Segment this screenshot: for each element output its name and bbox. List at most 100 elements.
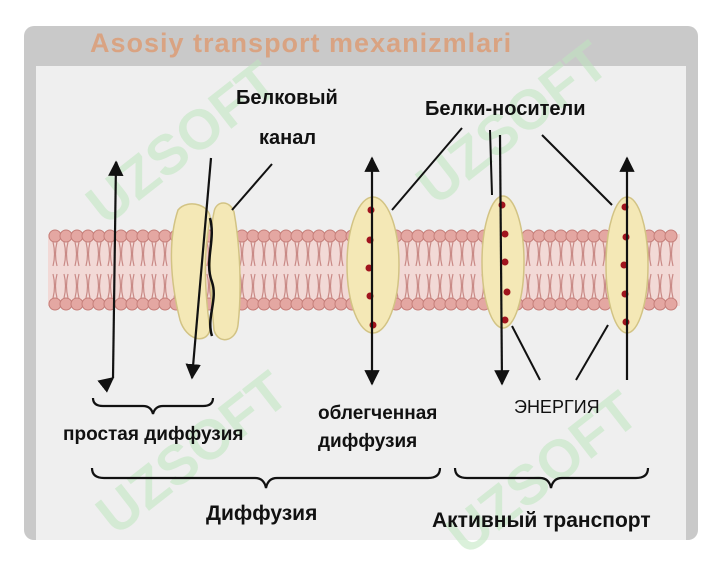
lipid-head	[455, 229, 469, 243]
lipid-tail	[448, 241, 454, 267]
pointer-lines	[231, 127, 613, 381]
lipid-head	[268, 229, 282, 243]
active-transport-brace	[453, 467, 650, 489]
lipid-tail	[569, 241, 575, 267]
lipid-head	[268, 297, 282, 311]
lipid-head	[257, 229, 271, 243]
lipid-head	[411, 229, 425, 243]
lipid-head	[136, 297, 150, 311]
lipid-tail	[305, 273, 311, 299]
lipid-head	[257, 297, 271, 311]
lipid-head	[532, 229, 546, 243]
lipid-head	[290, 297, 304, 311]
lipid-head	[59, 229, 73, 243]
lipid-head	[466, 229, 480, 243]
lipid-head	[92, 297, 106, 311]
lipid-head	[136, 229, 150, 243]
lipid-tail	[151, 241, 157, 267]
active-arrow-down	[494, 134, 510, 386]
lipid-tail	[250, 241, 256, 267]
lipid-tail	[85, 273, 91, 299]
lipid-tail	[470, 241, 476, 267]
lipid-tail	[52, 241, 58, 267]
lipid-tail	[536, 273, 542, 299]
lipid-tail	[151, 273, 157, 299]
lipid-tail	[459, 241, 465, 267]
lipid-tail	[74, 273, 80, 299]
lipid-head	[653, 229, 667, 243]
lipid-head	[323, 229, 337, 243]
lipid-tail	[437, 241, 443, 267]
arrow-heads-extra	[97, 377, 115, 393]
lipid-tail	[525, 273, 531, 299]
lipid-head	[433, 229, 447, 243]
carrier-proteins-label: Белки-носители	[425, 98, 586, 120]
lipid-head	[114, 229, 128, 243]
lipid-head	[521, 229, 535, 243]
lipid-tail	[107, 241, 113, 267]
lipid-tail	[536, 241, 542, 267]
simple-diffusion-brace	[91, 397, 215, 415]
lipid-tail	[305, 241, 311, 267]
lipid-head	[455, 297, 469, 311]
simple-diffusion-label: простая диффузия	[63, 424, 244, 445]
lipid-head	[81, 297, 95, 311]
lipid-tail	[404, 273, 410, 299]
lipid-head	[532, 297, 546, 311]
lipid-tail	[547, 241, 553, 267]
lipid-tail	[470, 273, 476, 299]
lipid-head	[565, 297, 579, 311]
lipid-head	[312, 229, 326, 243]
lipid-head	[279, 297, 293, 311]
lipid-tail	[162, 273, 168, 299]
lipid-tail	[63, 273, 69, 299]
lipid-tail	[63, 241, 69, 267]
lipid-head	[158, 229, 172, 243]
lipid-tail	[239, 241, 245, 267]
lipid-tail	[272, 241, 278, 267]
diffusion-label: Диффузия	[206, 502, 318, 525]
lipid-tail	[85, 241, 91, 267]
protein-channel-label-2: канал	[259, 127, 317, 149]
lipid-tail	[162, 241, 168, 267]
lipid-tail	[415, 241, 421, 267]
lipid-head	[290, 229, 304, 243]
energy-label: ЭНЕРГИЯ	[514, 397, 600, 417]
lipid-head	[334, 297, 348, 311]
lipid-tail	[657, 273, 663, 299]
lipid-head	[433, 297, 447, 311]
lipid-tail	[591, 273, 597, 299]
lipid-head	[587, 297, 601, 311]
protein-channel	[170, 202, 241, 341]
lipid-tail	[272, 273, 278, 299]
lipid-head	[59, 297, 73, 311]
lipid-head	[158, 297, 172, 311]
lipid-head	[334, 229, 348, 243]
lipid-tail	[294, 273, 300, 299]
lipid-tail	[558, 241, 564, 267]
lipid-tail	[657, 241, 663, 267]
lipid-head	[147, 229, 161, 243]
lipid-tail	[558, 273, 564, 299]
lipid-head	[576, 229, 590, 243]
lipid-head	[279, 229, 293, 243]
lipid-head	[422, 229, 436, 243]
lipid-head	[444, 297, 458, 311]
lipid-tail	[74, 241, 80, 267]
membrane-diagram	[48, 127, 680, 489]
lipid-tail	[415, 273, 421, 299]
lipid-head	[554, 229, 568, 243]
lipid-head	[301, 229, 315, 243]
lipid-tail	[140, 273, 146, 299]
lipid-tail	[107, 273, 113, 299]
lipid-head	[521, 297, 535, 311]
lipid-tail	[580, 241, 586, 267]
protein-channel-label-1: Белковый	[236, 87, 338, 109]
lipid-tail	[459, 273, 465, 299]
lipid-tail	[96, 241, 102, 267]
lipid-tail	[316, 241, 322, 267]
simple-diffusion-arrow-up	[108, 160, 124, 379]
lipid-tail	[404, 241, 410, 267]
lipid-head	[466, 297, 480, 311]
lipid-head	[323, 297, 337, 311]
